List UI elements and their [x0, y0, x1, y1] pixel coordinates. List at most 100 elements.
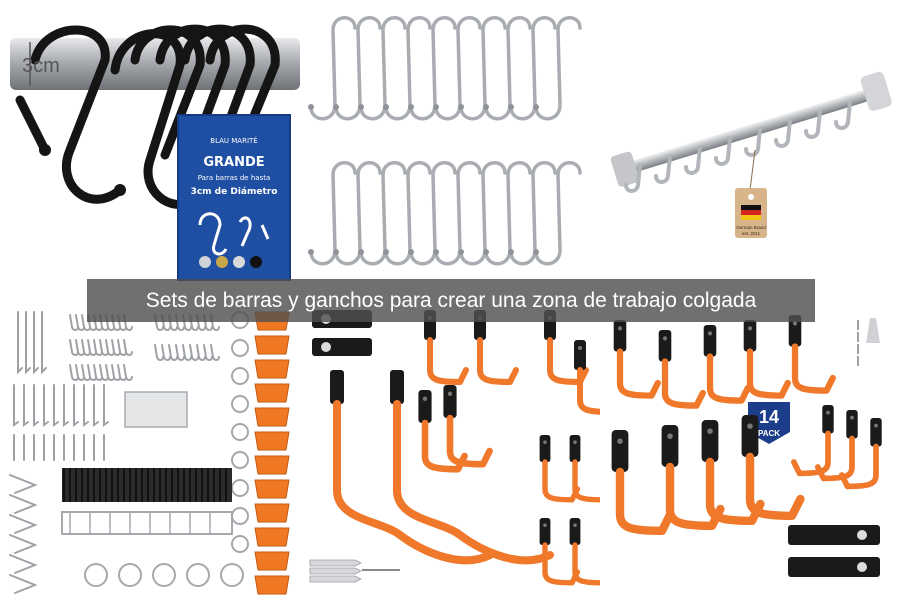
rod-size-label: 3cm	[22, 55, 60, 77]
chrome-s-hook	[384, 16, 432, 121]
peg-hook	[103, 384, 109, 427]
chrome-s-hook	[409, 16, 457, 121]
peg-clip	[9, 534, 38, 554]
orange-utility-hook	[743, 320, 791, 399]
tag-line1: German Brand	[736, 225, 766, 230]
orange-bin	[254, 527, 290, 547]
peg-hook	[175, 314, 185, 331]
orange-utility-hook	[788, 315, 836, 394]
peg-shelf	[124, 391, 188, 428]
peg-clip	[9, 514, 38, 534]
peg-hook	[168, 314, 178, 331]
wire-basket	[61, 511, 233, 535]
peg-ring	[231, 395, 249, 413]
peg-clip	[9, 574, 38, 594]
orange-utility-hook	[569, 518, 600, 586]
peg-hook	[41, 311, 47, 375]
rail-hook	[804, 109, 822, 139]
orange-bin	[254, 479, 290, 499]
orange-bin	[254, 407, 290, 427]
orange-utility-hook	[703, 325, 751, 404]
orange-utility-hook	[613, 320, 661, 399]
rail-hook	[834, 100, 852, 130]
badge-word: PACK	[758, 429, 780, 438]
peg-hook	[210, 314, 220, 331]
peg-ring	[231, 479, 249, 497]
peg-hook	[182, 344, 192, 361]
orange-hooks-set-image	[300, 290, 600, 600]
peg-hook	[196, 314, 206, 331]
peg-hook	[168, 344, 178, 361]
wall-anchor	[866, 318, 880, 343]
chrome-s-hook	[409, 161, 457, 266]
orange-bike-hook	[330, 370, 494, 565]
hanging-strap	[788, 557, 880, 577]
orange-utility-hook	[611, 430, 675, 535]
orange-bin	[254, 551, 290, 571]
peg-ring	[231, 507, 249, 525]
chrome-s-hook	[384, 161, 432, 266]
tag-line2: est. 2011	[742, 231, 761, 236]
rail-hook	[624, 163, 642, 193]
peg-clip	[9, 474, 38, 494]
chrome-s-hook	[359, 161, 407, 266]
peg-ring	[231, 367, 249, 385]
peg-hook	[196, 344, 206, 361]
chrome-s-hook	[334, 16, 382, 121]
orange-utility-hook	[701, 420, 765, 525]
peg-hook	[63, 384, 69, 427]
wall-anchor	[309, 567, 362, 575]
wall-rail	[610, 71, 892, 187]
chrome-s-hook	[484, 16, 532, 121]
black-s-hook	[110, 29, 200, 209]
peg-hook	[154, 344, 164, 361]
orange-utility-hook	[443, 385, 493, 468]
orange-bin	[254, 359, 290, 379]
peg-hook	[93, 384, 99, 427]
brand-tag: German Brand est. 2011	[735, 149, 767, 238]
peg-hook	[123, 314, 133, 331]
chrome-s-hook	[459, 161, 507, 266]
peg-ring	[152, 563, 176, 587]
peg-hook	[123, 339, 133, 356]
rail-hook	[684, 145, 702, 175]
chrome-s-hook	[309, 161, 357, 266]
peg-hook	[23, 384, 29, 427]
orange-utility-hook	[838, 418, 882, 490]
box-brand: BLAU MARITÉ	[210, 136, 257, 145]
peg-hook	[161, 344, 171, 361]
wall-anchor	[309, 559, 362, 567]
orange-utility-hook	[741, 415, 805, 520]
peg-ring	[220, 563, 244, 587]
peg-hook	[154, 314, 164, 331]
chrome-s-hook	[509, 16, 557, 121]
wall-anchor	[309, 575, 362, 583]
chrome-s-hooks-image	[300, 0, 600, 290]
product-box: BLAU MARITÉ GRANDE Para barras de hasta …	[177, 114, 291, 281]
orange-utility-hook	[661, 425, 725, 530]
orange-utility-hook	[790, 405, 834, 477]
rail-hook	[744, 127, 762, 157]
box-line2: 3cm de Diámetro	[191, 187, 278, 197]
orange-bin	[254, 455, 290, 475]
orange-bike-hook	[390, 370, 554, 565]
peg-hook	[210, 344, 220, 361]
peg-hook	[203, 314, 213, 331]
peg-hook	[17, 311, 23, 375]
peg-clip	[9, 494, 38, 514]
orange-bin	[254, 383, 290, 403]
chrome-s-hook	[534, 161, 582, 266]
orange-bin	[254, 335, 290, 355]
badge-number: 14	[759, 407, 779, 427]
peg-hook	[13, 384, 19, 427]
chrome-s-hook	[434, 161, 482, 266]
chrome-s-hook	[334, 161, 382, 266]
peg-hook	[25, 311, 31, 375]
peg-hook	[73, 384, 79, 427]
peg-hook	[123, 364, 133, 381]
peg-hook	[175, 344, 185, 361]
orange-utility-hook	[539, 518, 581, 586]
rail-hook	[714, 136, 732, 166]
orange-utility-hook	[539, 435, 581, 503]
